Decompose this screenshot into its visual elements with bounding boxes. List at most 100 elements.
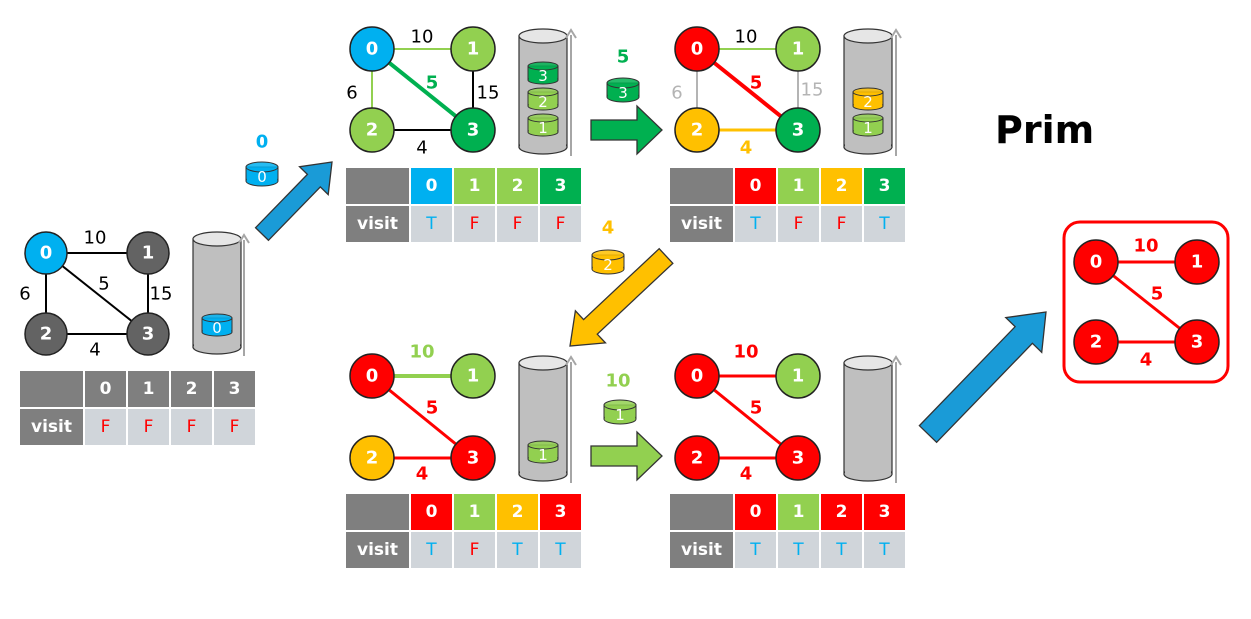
visit-value-3: T [554,540,566,560]
edge-weight-0-1: 10 [1133,236,1158,257]
cyl-top [606,77,640,89]
node-label-3: 3 [792,120,805,141]
stack-arrow-head [565,355,577,366]
table-visit-cell-0 [411,206,452,242]
stack-top [843,355,893,371]
visit-value-1: F [794,214,804,234]
table-header-cell-2 [171,371,212,407]
visit-value-0: T [749,214,761,234]
visit-label: visit [357,540,398,560]
table-header-label-2: 2 [186,379,198,399]
transition-arrow-5 [918,311,1047,444]
table-header-label-1: 1 [469,176,481,196]
table-header-cell-0 [411,168,452,204]
table-header-cell-0 [411,494,452,530]
edge-weight-0-3: 5 [1151,284,1164,305]
visit-value-0: T [425,214,437,234]
node-3 [126,312,170,356]
cyl-label: 0 [212,319,222,337]
table-header-label-2: 2 [836,176,848,196]
table-header-label-3: 3 [879,502,891,522]
visit-label: visit [681,540,722,560]
edge-weight-2-3: 4 [416,464,429,485]
visit-value-0: T [425,540,437,560]
transition-value-2: 5 [617,47,630,68]
edge-weight-0-3: 5 [426,398,439,419]
table-header-label-2: 2 [836,502,848,522]
stack-step2: 12 [843,28,902,156]
table-header-cell-3 [540,168,581,204]
node-2 [674,435,720,481]
node-label-1: 1 [467,39,480,60]
table-corner [670,168,733,204]
edge-weight-2-3: 4 [1140,350,1153,371]
diagram-title: Prim [995,108,1095,152]
node-2 [674,107,720,153]
node-3 [450,107,496,153]
visit-label: visit [681,214,722,234]
table-corner [20,371,83,407]
table-visit-cell-3 [540,532,581,568]
cyl-label: 0 [257,168,267,186]
table-visit-cell-2 [497,206,538,242]
cyl-top [527,113,559,123]
node-label-3: 3 [1191,332,1204,353]
cyl-top [527,87,559,97]
cyl-label: 3 [538,67,548,85]
table-header-cell-3 [864,168,905,204]
visit-value-2: T [835,540,847,560]
visit-value-2: T [511,540,523,560]
transition-item-3: 2 [591,249,625,275]
cyl-label: 2 [603,256,613,274]
table-header-cell-3 [864,494,905,530]
table-visit-cell-1 [778,206,819,242]
cyl-top [527,440,559,450]
edge-weight-0-3: 5 [750,73,763,94]
cyl-cover [853,127,883,132]
cyl-top [245,161,279,173]
node-0 [24,231,68,275]
node-label-0: 0 [40,243,53,264]
table-header-label-1: 1 [793,502,805,522]
cyl-label: 1 [615,406,625,424]
table-visit-header [20,409,83,445]
table-header-label-2: 2 [512,502,524,522]
table-header-cell-2 [497,494,538,530]
visit-value-1: F [144,417,154,437]
stack-step4 [843,355,902,483]
node-label-2: 2 [366,120,379,141]
node-2 [1073,319,1119,365]
edge-weight-0-1: 10 [735,27,758,48]
table-header-cell-2 [497,168,538,204]
cyl-label: 1 [538,119,548,137]
node-label-0: 0 [691,39,704,60]
node-label-2: 2 [691,120,704,141]
stack-item-2: 2 [852,87,884,111]
node-label-2: 2 [40,324,53,345]
node-1 [1174,239,1220,285]
table-visit-header [346,532,409,568]
stack-item-2: 2 [527,87,559,111]
stack-cover [845,465,891,474]
cyl-top [527,61,559,71]
edge-weight-0-3: 5 [750,398,763,419]
cyl-cover [607,91,639,97]
table-visit-cell-2 [821,206,862,242]
stack-arrow-head [890,355,902,366]
transition-arrow-2 [590,104,663,156]
table-header-label-1: 1 [793,176,805,196]
cyl-top [603,399,637,411]
edge-weight-1-3: 15 [150,284,173,305]
edge-weight-0-3: 5 [426,73,439,94]
table-header-label-3: 3 [555,502,567,522]
table-visit-cell-2 [497,532,538,568]
stack-initial: 0 [192,231,250,356]
transition-arrow-3 [569,247,674,347]
cyl-cover [528,127,558,132]
table-header-cell-1 [454,168,495,204]
